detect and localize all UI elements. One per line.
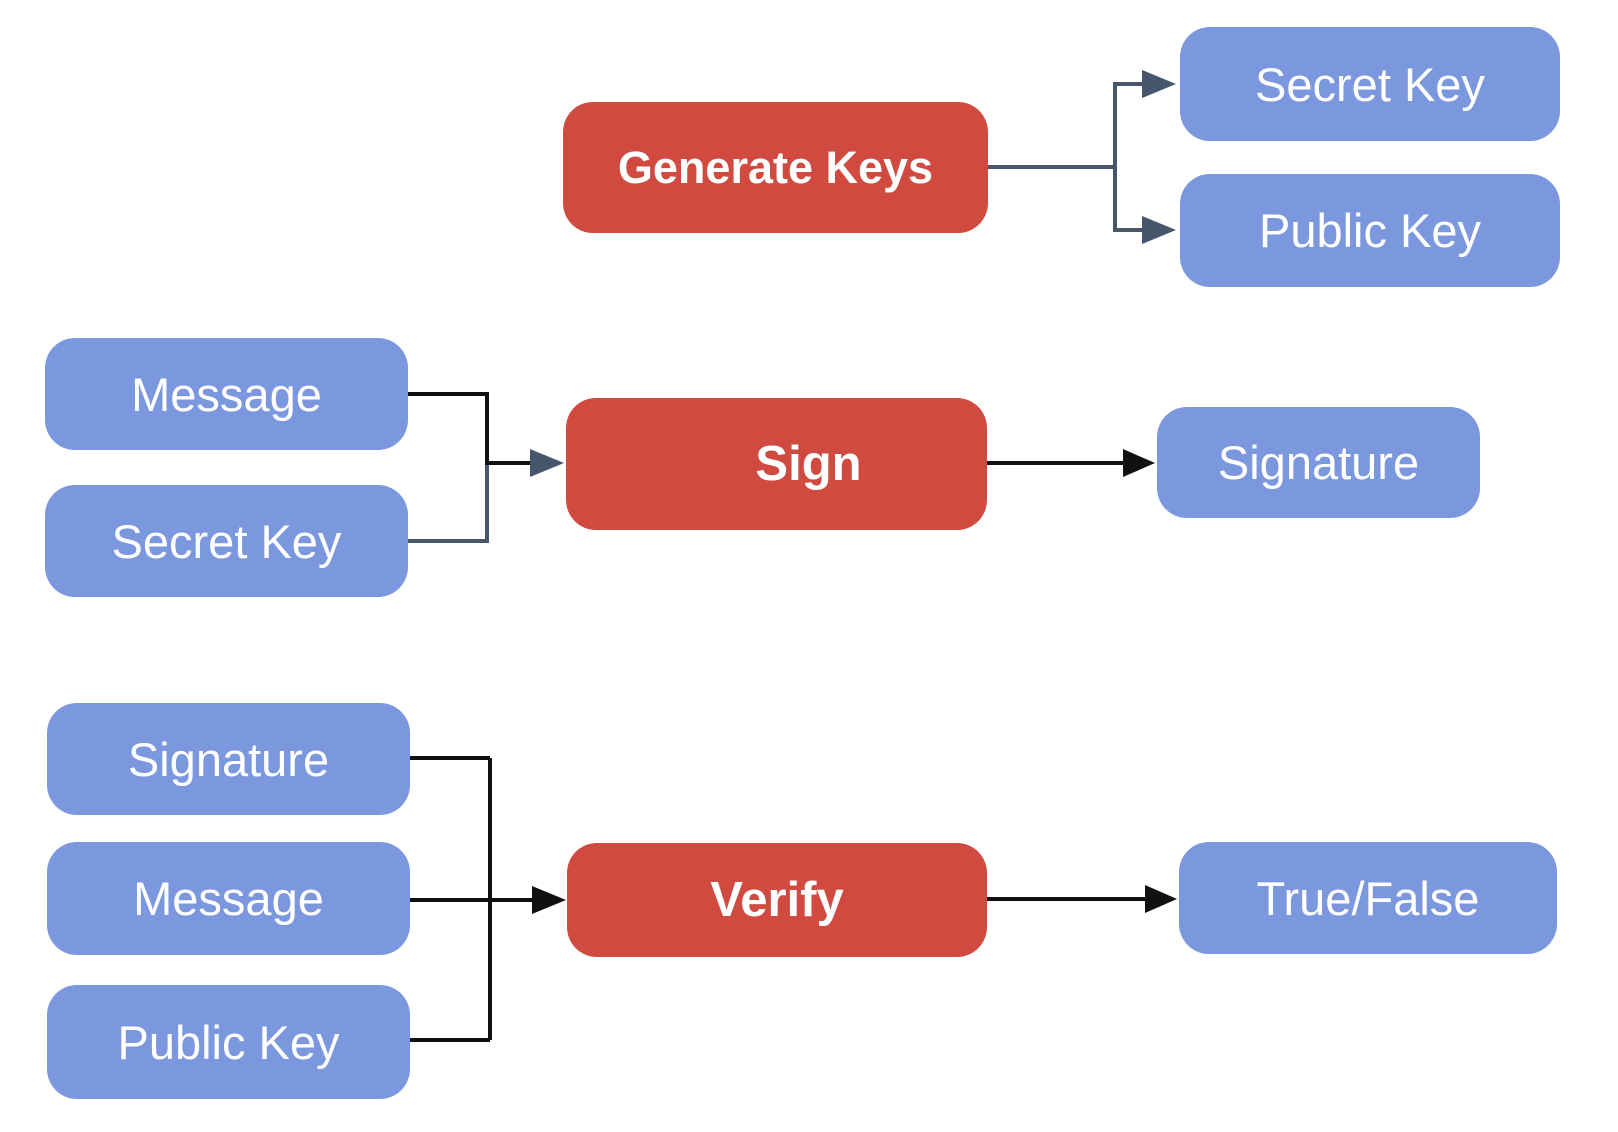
- node-signature-output: Signature: [1157, 407, 1480, 518]
- arrowhead-to-public-key: [1142, 216, 1176, 244]
- node-secret-key-output: Secret Key: [1180, 27, 1560, 141]
- arrowhead-to-verify: [532, 886, 566, 914]
- node-label: Public Key: [117, 1015, 340, 1069]
- node-label: Message: [131, 367, 322, 421]
- arrowhead-to-signature: [1123, 449, 1155, 477]
- node-label: Verify: [710, 872, 844, 927]
- node-verify: Verify: [567, 843, 987, 957]
- connector-inputs-to-verify: [410, 756, 533, 1042]
- node-label: Secret Key: [1255, 57, 1485, 111]
- node-generate-keys: Generate Keys: [563, 102, 988, 233]
- node-message-verify-input: Message: [47, 842, 410, 955]
- connector-secret-key-to-sign: [408, 461, 489, 543]
- node-label: Signature: [127, 732, 330, 786]
- node-true-false-output: True/False: [1179, 842, 1557, 954]
- connector-generate-keys-branch: [988, 82, 1142, 232]
- arrowhead-to-secret-key: [1142, 70, 1176, 98]
- node-label: Message: [133, 872, 324, 925]
- node-signature-verify-input: Signature: [47, 703, 410, 815]
- node-sign: Sign: [566, 398, 987, 530]
- node-label: Secret Key: [111, 514, 342, 568]
- connector-message-to-sign: [408, 392, 532, 465]
- arrowhead-to-true-false: [1145, 885, 1177, 913]
- node-label: True/False: [1256, 871, 1480, 925]
- node-secret-key-sign-input: Secret Key: [45, 485, 408, 597]
- arrowhead-to-sign: [530, 449, 564, 477]
- node-public-key-verify-input: Public Key: [47, 985, 410, 1099]
- node-label: Public Key: [1258, 204, 1482, 257]
- node-message-sign-input: Message: [45, 338, 408, 450]
- node-label: Sign: [755, 436, 862, 491]
- node-label: Signature: [1217, 436, 1420, 489]
- node-label: Generate Keys: [617, 142, 934, 193]
- node-public-key-output: Public Key: [1180, 174, 1560, 287]
